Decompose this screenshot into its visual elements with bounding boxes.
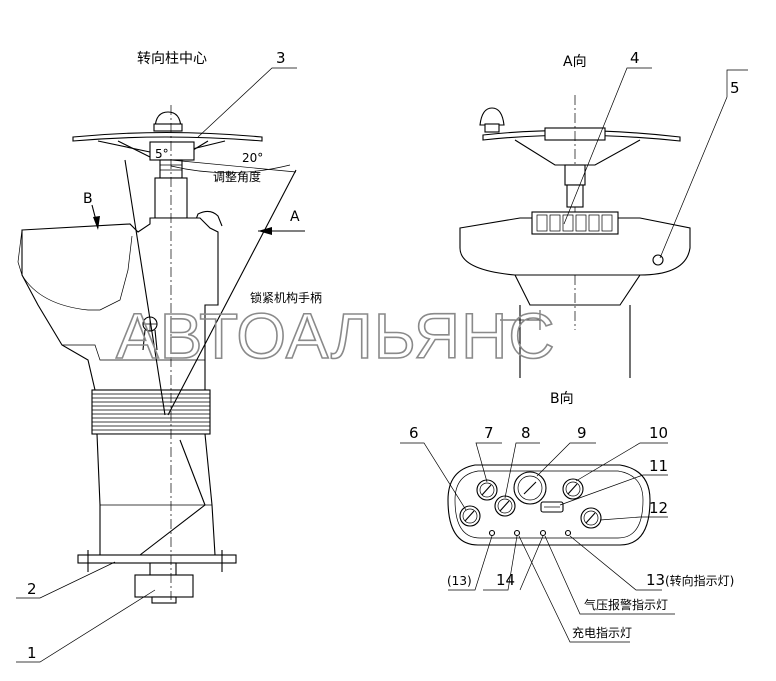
instrument-panel [447,464,651,546]
watermark: АВТОАЛЬЯНС [116,300,556,372]
svg-text:13: 13 [646,571,665,589]
callout-13-left: (13) [447,535,493,591]
svg-text:4: 4 [630,49,640,67]
gauge-12 [580,507,602,529]
callout-11: 11 [559,457,668,506]
callout-5: 5 [659,69,748,259]
knob-right [194,210,223,227]
svg-text:14: 14 [496,571,515,589]
arrow-a-caption: A [290,209,300,225]
callout-2: 2 [16,561,116,599]
callout-3: 3 [197,49,297,138]
callout-10: 10 [575,424,668,482]
callout-air-pressure: 气压报警指示灯 [544,535,675,615]
svg-text:9: 9 [577,424,587,442]
svg-text:6: 6 [409,424,419,442]
side-view [17,105,297,604]
svg-text:10: 10 [649,424,668,442]
angle-small-caption: 5° [155,147,169,161]
lamp-13-left [488,529,496,537]
gauge-7 [476,479,498,501]
steering-wheel-side [72,111,263,161]
callout-8: 8 [504,424,540,499]
dashboard-side [21,217,219,391]
callout-charge: 充电指示灯 [518,535,632,643]
gauge-11 [540,501,564,513]
callout-9: 9 [536,424,596,477]
air-pressure-caption: 气压报警指示灯 [584,597,668,612]
gauge-10 [562,478,584,500]
angle-large-caption: 20° [242,151,263,165]
callout-6: 6 [400,424,467,511]
switch-panel [531,211,619,235]
turn-lamp-caption: (转向指示灯) [665,573,734,588]
view-arrow-b: B [83,191,100,230]
view-arrow-a: A [258,209,305,235]
lamp-charge [513,529,521,537]
ignition-lock [652,254,664,266]
gauge-9 [513,471,547,505]
base-plate [77,554,237,564]
lock-handle-caption: 锁紧机构手柄 [250,290,322,305]
view-b-caption: B向 [550,391,574,407]
bellows [91,389,211,435]
charge-caption: 充电指示灯 [572,625,632,640]
callout-1: 1 [16,589,156,663]
lower-housing [96,433,216,556]
callout-14: 14 [483,535,544,591]
callout-7: 7 [475,424,502,483]
gauge-8 [494,495,516,517]
svg-text:12: 12 [649,499,668,517]
svg-text:1: 1 [27,644,37,662]
arrow-b-caption: B [83,191,93,207]
lamp-13-left-caption: (13) [447,574,472,588]
gauge-6 [459,505,481,527]
column-center-caption: 转向柱中心 [137,51,207,67]
svg-text:2: 2 [27,580,37,598]
svg-text:5: 5 [730,79,740,97]
lamp-air-pressure [539,529,547,537]
svg-text:7: 7 [484,424,494,442]
view-a-caption: A向 [563,54,587,70]
adjust-angle-caption: 调整角度 [213,169,261,184]
callout-12: 12 [599,499,668,521]
svg-text:3: 3 [276,49,286,67]
callout-4: 4 [563,49,652,225]
lamp-13-right [564,529,572,537]
svg-text:8: 8 [521,424,531,442]
dashboard-front [459,217,691,276]
callout-13-right: 13 (转向指示灯) [569,535,734,591]
bottom-flange [134,574,194,598]
svg-text:11: 11 [649,457,668,475]
front-view [459,95,691,378]
